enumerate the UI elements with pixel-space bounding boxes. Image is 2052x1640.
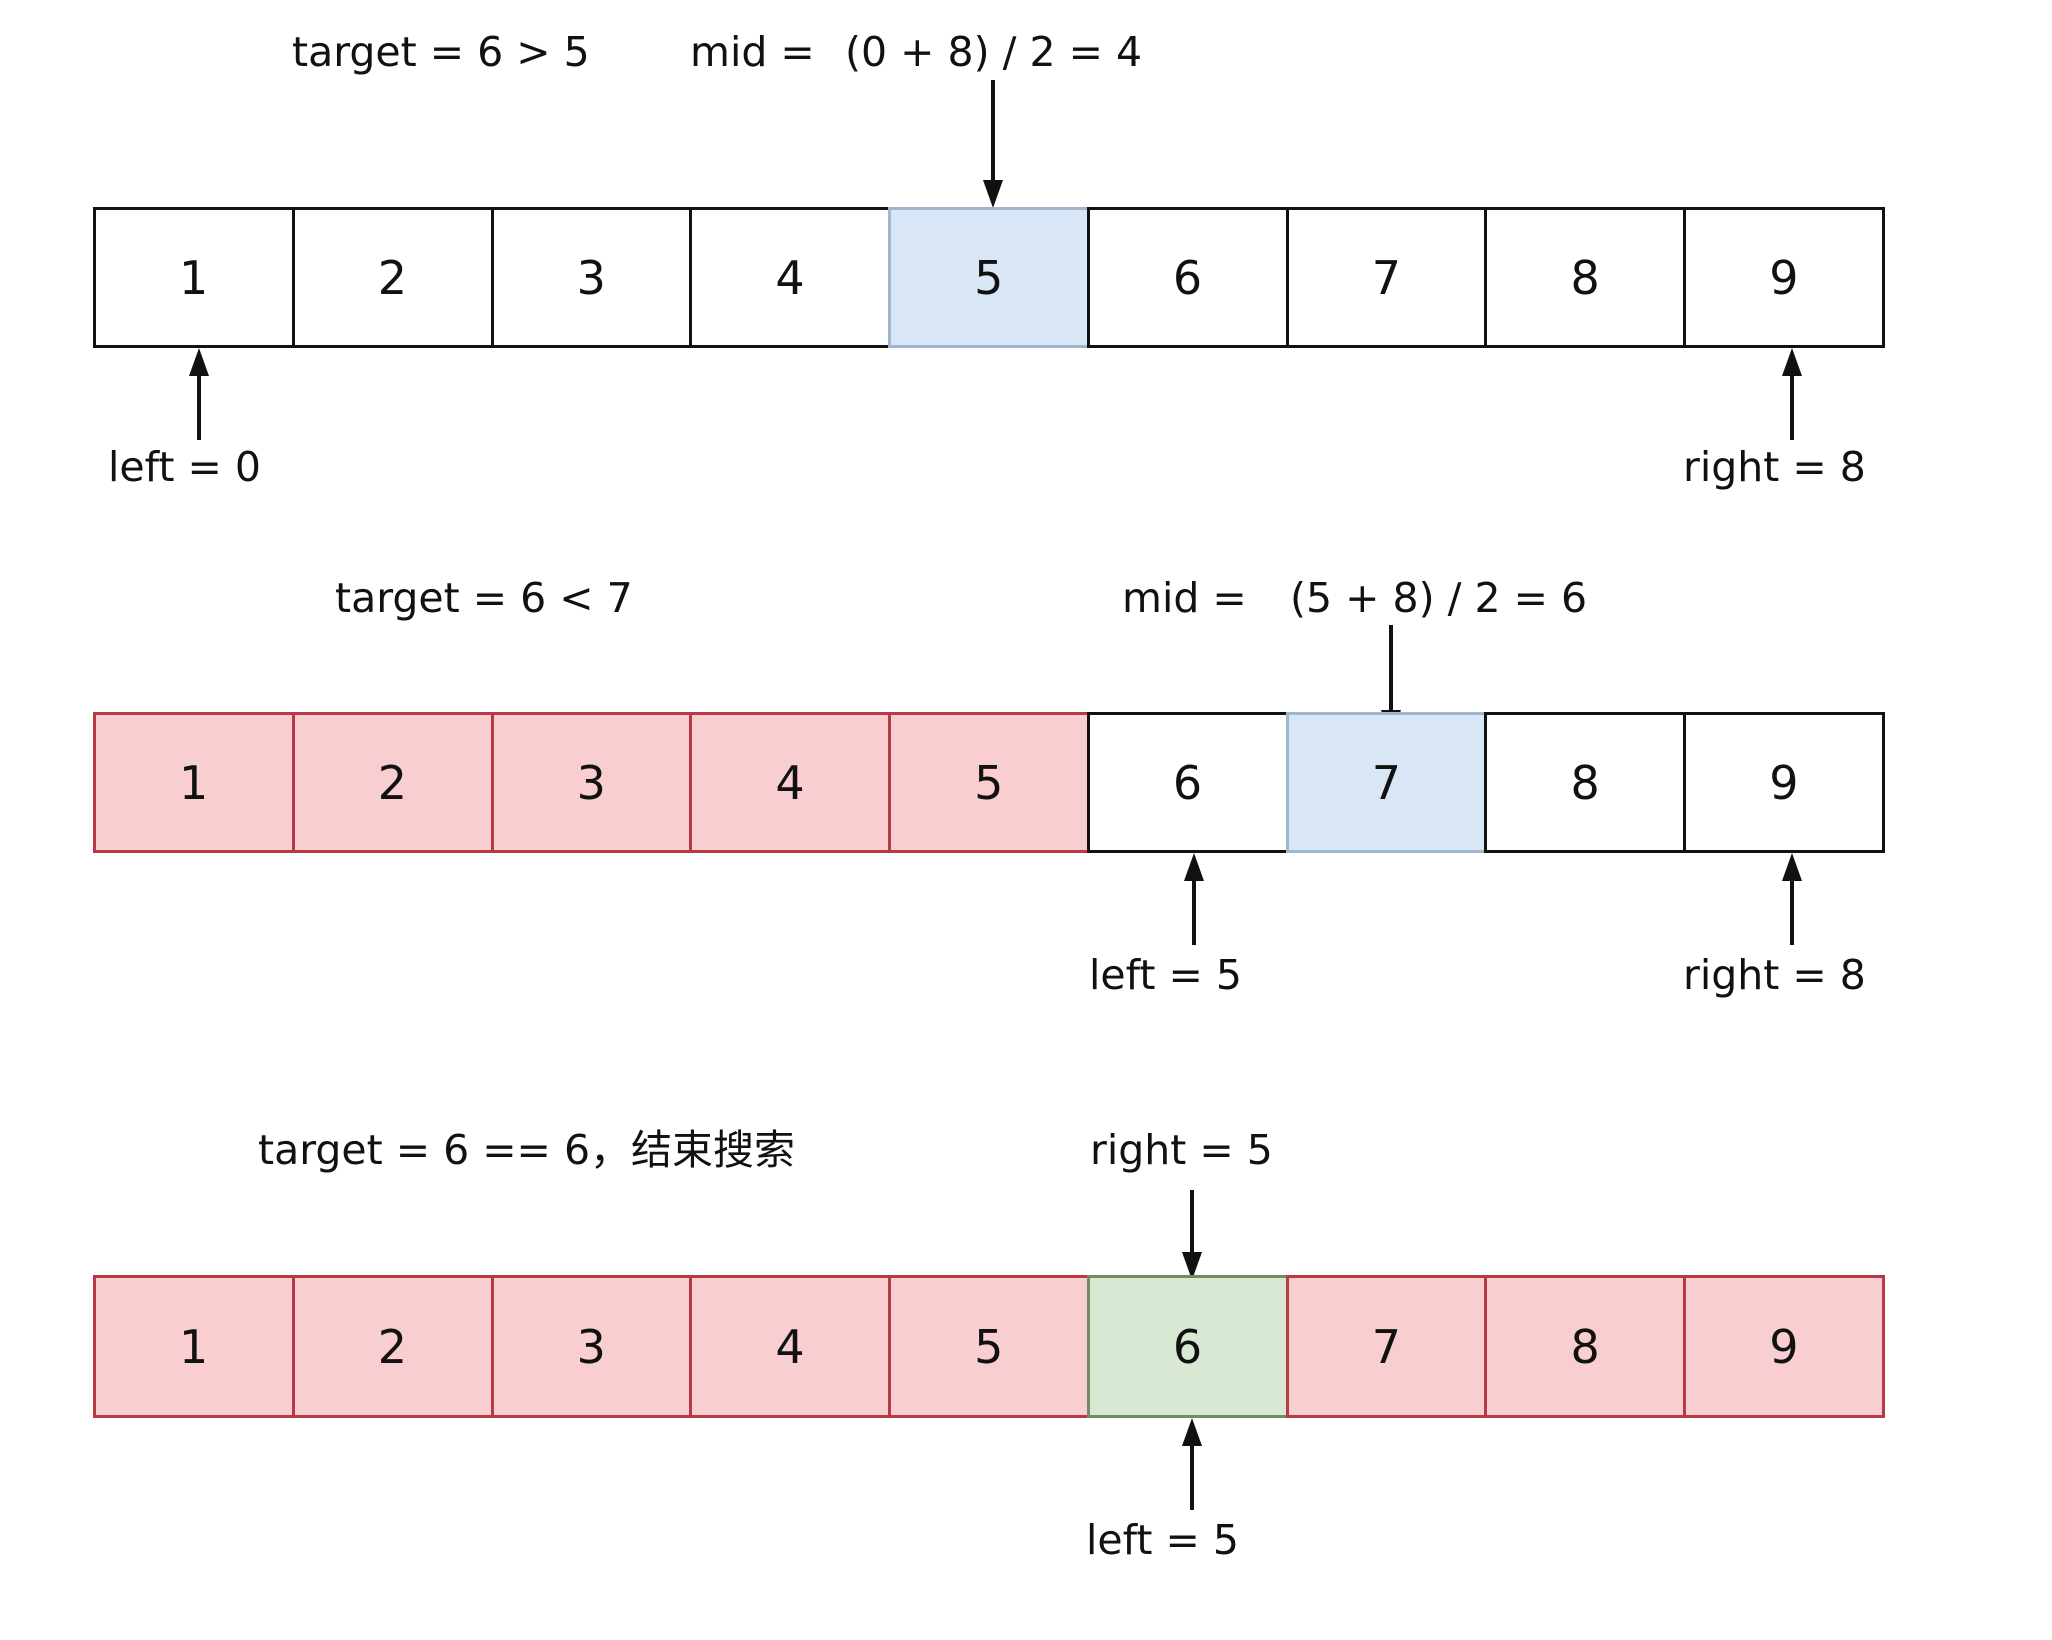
step-2-right-label: right = 8	[1683, 951, 1866, 999]
step-2-right-arrow-icon	[1780, 853, 1804, 945]
cell: 6	[1086, 207, 1289, 348]
cell-mid-highlight: 7	[1285, 712, 1488, 853]
step-3-left-label: left = 5	[1086, 1516, 1239, 1564]
cell: 6	[1086, 712, 1289, 853]
step-1-comparison-label: target = 6 > 5	[292, 28, 590, 76]
step-1-mid-prefix-label: mid =	[690, 28, 815, 76]
step-2-left-arrow-icon	[1182, 853, 1206, 945]
cell: 3	[490, 207, 693, 348]
step-3-right-arrow-icon	[1180, 1190, 1204, 1282]
step-1-left-arrow-icon	[187, 348, 211, 440]
cell: 2	[291, 207, 494, 348]
cell-found-highlight: 6	[1086, 1275, 1289, 1418]
cell: 8	[1484, 712, 1687, 853]
cell-excluded: 8	[1484, 1275, 1687, 1418]
cell-excluded: 3	[490, 1275, 693, 1418]
cell: 4	[689, 207, 892, 348]
cell: 7	[1285, 207, 1488, 348]
cell-excluded: 2	[291, 712, 494, 853]
cell-excluded: 1	[93, 712, 295, 853]
step-1-right-arrow-icon	[1780, 348, 1804, 440]
cell: 8	[1484, 207, 1687, 348]
step-3-array: 1 2 3 4 5 6 7 8 9	[93, 1275, 1886, 1418]
step-3-comparison-label: target = 6 == 6，结束搜索	[258, 1126, 796, 1174]
step-2-mid-prefix-label: mid =	[1122, 574, 1247, 622]
cell-mid-highlight: 5	[888, 207, 1090, 348]
cell-excluded: 5	[888, 1275, 1090, 1418]
step-1-right-label: right = 8	[1683, 443, 1866, 491]
step-1-left-label: left = 0	[108, 443, 261, 491]
step-2-comparison-label: target = 6 < 7	[335, 574, 633, 622]
cell-excluded: 3	[490, 712, 693, 853]
step-3-left-arrow-icon	[1180, 1418, 1204, 1510]
step-2-mid-expression-label: (5 + 8) / 2 = 6	[1290, 574, 1588, 622]
cell-excluded: 2	[291, 1275, 494, 1418]
step-2-left-label: left = 5	[1089, 951, 1242, 999]
cell-excluded: 1	[93, 1275, 295, 1418]
cell-excluded: 4	[689, 1275, 892, 1418]
cell-excluded: 9	[1683, 1275, 1886, 1418]
step-3-right-label: right = 5	[1090, 1126, 1273, 1174]
cell-excluded: 4	[689, 712, 892, 853]
step-1-mid-expression-label: (0 + 8) / 2 = 4	[845, 28, 1143, 76]
step-1-array: 1 2 3 4 5 6 7 8 9	[93, 207, 1886, 348]
step-1-mid-arrow-icon	[981, 80, 1005, 210]
cell: 9	[1683, 712, 1886, 853]
cell-excluded: 5	[888, 712, 1090, 853]
cell-excluded: 7	[1285, 1275, 1488, 1418]
cell: 9	[1683, 207, 1886, 348]
step-2-array: 1 2 3 4 5 6 7 8 9	[93, 712, 1886, 853]
cell: 1	[93, 207, 295, 348]
